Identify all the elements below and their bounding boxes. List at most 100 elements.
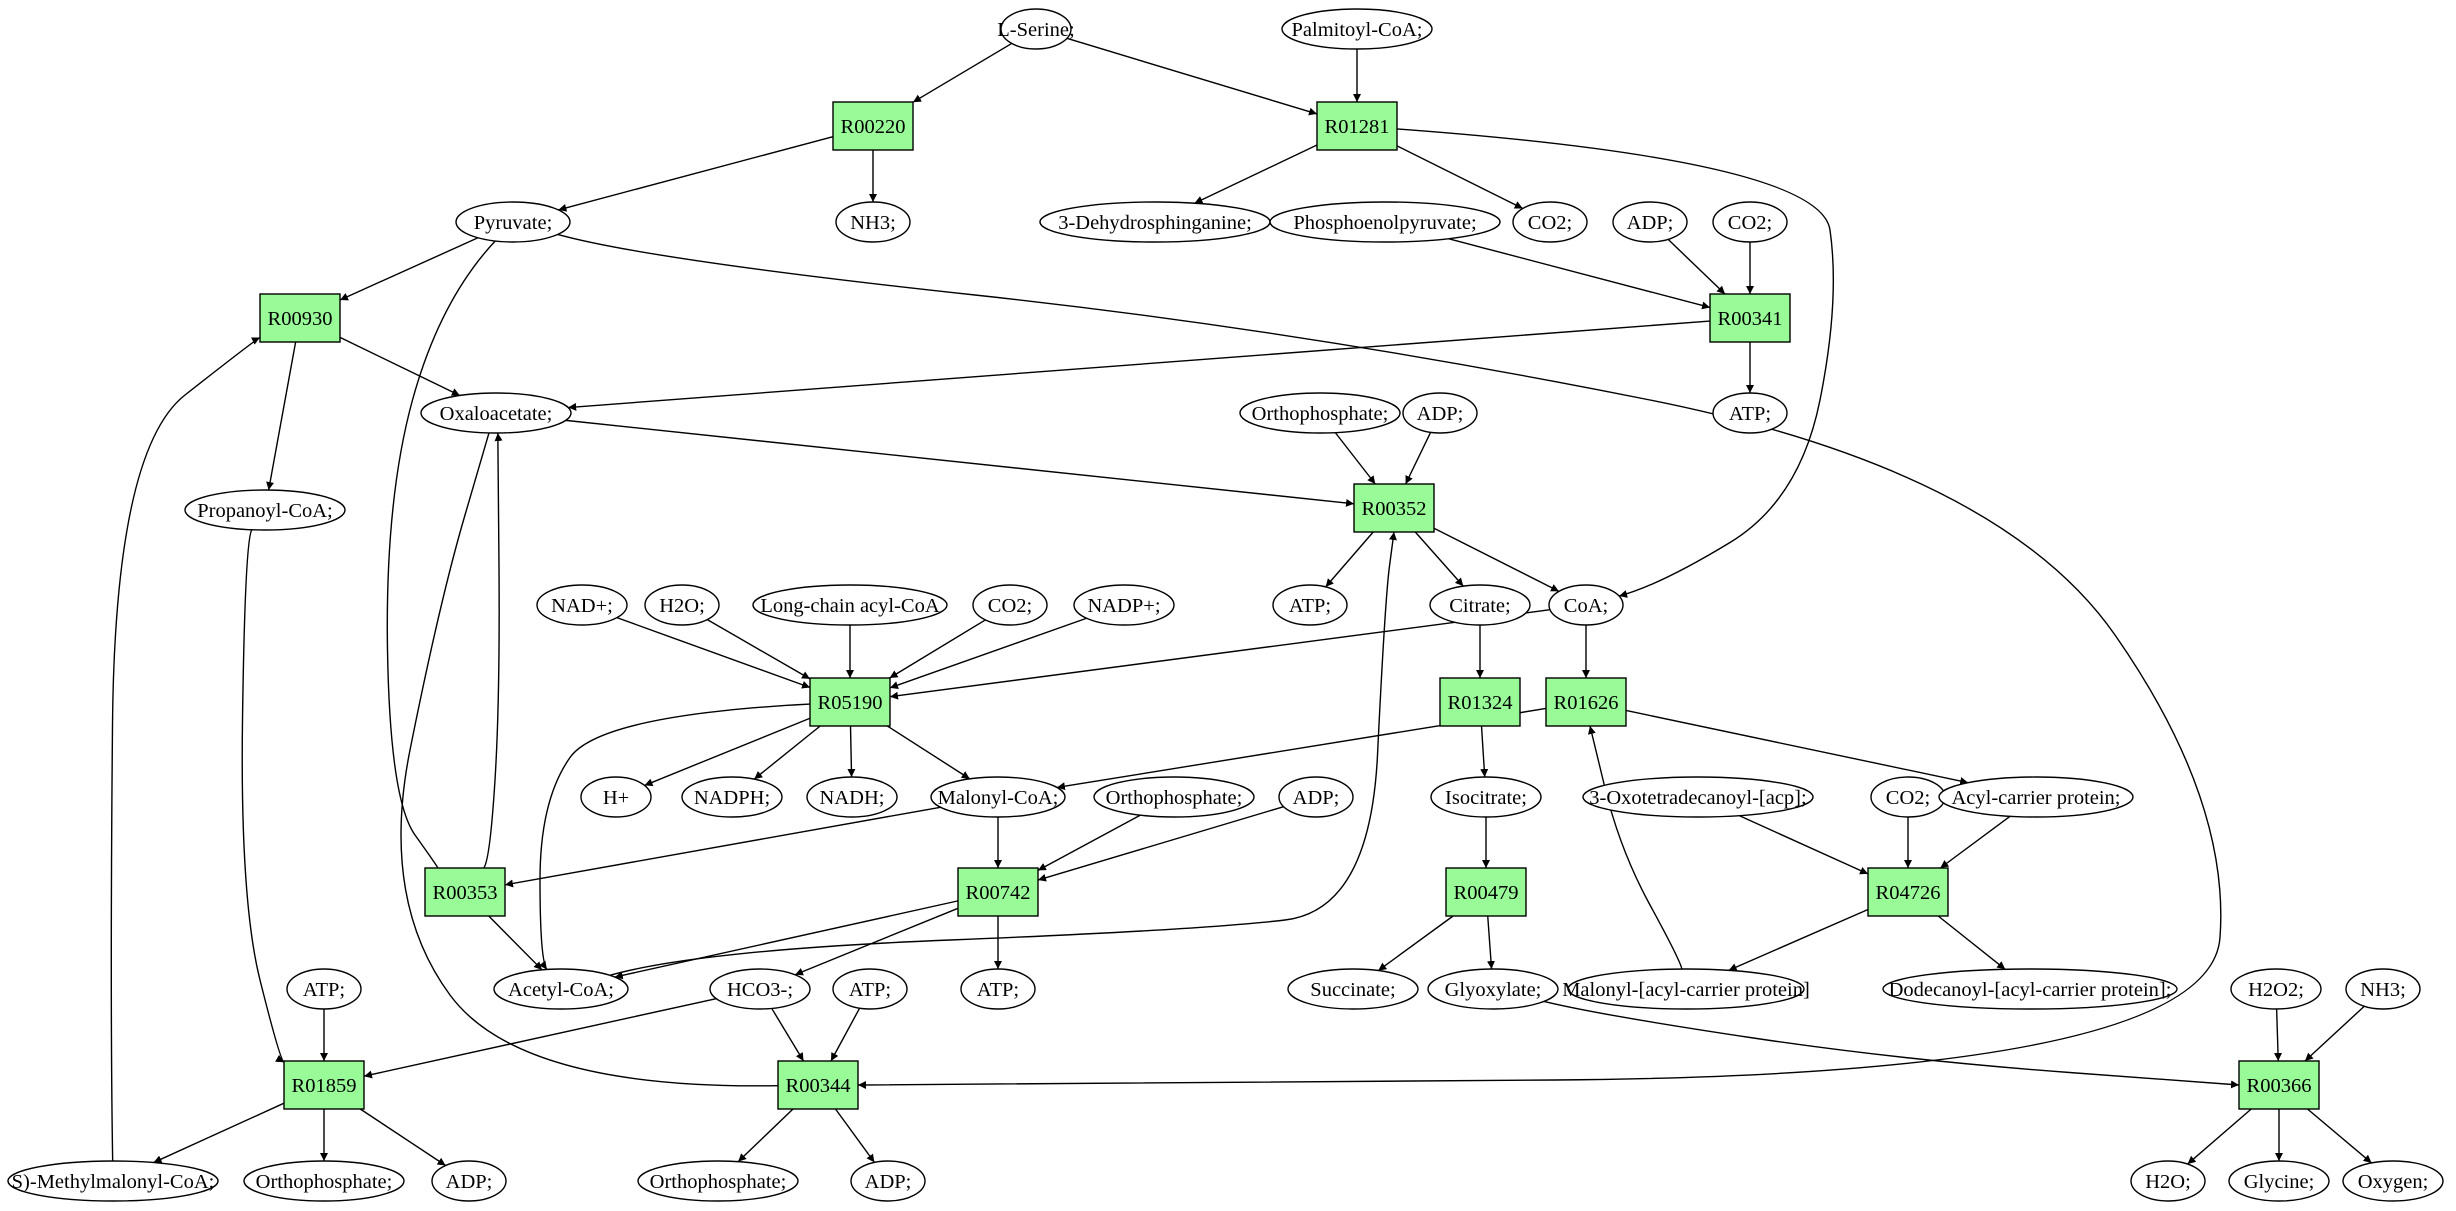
reaction-node-r01281[interactable]: R01281 xyxy=(1316,101,1398,151)
reaction-node-r00352[interactable]: R00352 xyxy=(1353,483,1435,533)
metabolite-label: CO2; xyxy=(1728,212,1772,234)
metabolite-label: ADP; xyxy=(1417,403,1464,425)
metabolite-node-isocitrate[interactable]: Isocitrate; xyxy=(1430,776,1542,818)
metabolite-node-acp[interactable]: Acyl-carrier protein; xyxy=(1938,776,2134,818)
metabolite-node-glyoxylate[interactable]: Glyoxylate; xyxy=(1427,968,1559,1010)
metabolite-node-adp3[interactable]: ADP; xyxy=(1278,776,1354,818)
reaction-node-r00344[interactable]: R00344 xyxy=(777,1060,859,1110)
reaction-node-r00366[interactable]: R00366 xyxy=(2238,1060,2320,1110)
metabolite-node-malacp[interactable]: Malonyl-[acyl-carrier protein] xyxy=(1562,968,1810,1010)
metabolite-node-nadph[interactable]: NADPH; xyxy=(681,776,783,818)
reaction-node-r00479[interactable]: R00479 xyxy=(1445,867,1527,917)
metabolite-node-nadh[interactable]: NADH; xyxy=(806,776,898,818)
metabolite-node-propanoyl[interactable]: Propanoyl-CoA; xyxy=(184,489,346,531)
metabolite-label: CO2; xyxy=(988,595,1032,617)
metabolite-node-co2b[interactable]: CO2; xyxy=(1712,201,1788,243)
metabolite-node-succinate[interactable]: Succinate; xyxy=(1287,968,1419,1010)
metabolite-node-co2c[interactable]: CO2; xyxy=(972,584,1048,626)
metabolite-node-pep[interactable]: Phosphoenolpyruvate; xyxy=(1269,201,1501,243)
reaction-node-r00930[interactable]: R00930 xyxy=(259,293,341,343)
metabolite-node-acetyl[interactable]: Acetyl-CoA; xyxy=(493,968,629,1010)
metabolite-node-adp5[interactable]: ADP; xyxy=(850,1160,926,1202)
metabolite-node-oxotetra[interactable]: 3-Oxotetradecanoyl-[acp]; xyxy=(1582,776,1814,818)
metabolite-label: NADP+; xyxy=(1087,595,1160,617)
metabolite-node-atp2[interactable]: ATP; xyxy=(1272,584,1348,626)
edge-oxalo-to-r00352 xyxy=(565,419,1355,507)
edge-r00742-to-acetyl xyxy=(614,900,959,980)
reaction-box xyxy=(1445,867,1527,917)
metabolite-ellipse xyxy=(1548,584,1624,626)
metabolite-label: L-Serine; xyxy=(997,19,1074,41)
metabolite-label: ATP; xyxy=(1289,595,1331,617)
reaction-label: R00352 xyxy=(1362,498,1427,520)
metabolite-label: Long-chain acyl-CoA xyxy=(760,595,940,617)
metabolite-node-nh3b[interactable]: NH3; xyxy=(2345,968,2421,1010)
metabolite-node-oxygen[interactable]: Oxygen; xyxy=(2342,1160,2444,1202)
metabolite-node-ortho3[interactable]: Orthophosphate; xyxy=(243,1160,405,1202)
metabolite-node-co2a[interactable]: CO2; xyxy=(1512,201,1588,243)
reaction-node-r00353[interactable]: R00353 xyxy=(424,867,506,917)
metabolite-ellipse xyxy=(184,489,346,531)
reaction-box xyxy=(809,677,891,727)
metabolite-node-adp2[interactable]: ADP; xyxy=(1402,392,1478,434)
metabolite-node-glycine[interactable]: Glycine; xyxy=(2228,1160,2330,1202)
metabolite-node-ortho1[interactable]: Orthophosphate; xyxy=(1239,392,1401,434)
metabolite-node-h2ob[interactable]: H2O; xyxy=(2130,1160,2206,1202)
metabolite-node-lserine[interactable]: L-Serine; xyxy=(997,8,1075,50)
metabolite-node-oxalo[interactable]: Oxaloacetate; xyxy=(420,392,572,434)
edge-r01281-to-coa xyxy=(1396,128,1835,598)
metabolite-node-coa[interactable]: CoA; xyxy=(1548,584,1624,626)
edge-r00479-to-glyoxylate xyxy=(1486,915,1495,970)
metabolite-node-hplus[interactable]: H+ xyxy=(580,776,652,818)
metabolite-node-nadpplus[interactable]: NADP+; xyxy=(1073,584,1175,626)
metabolite-node-pyruvate[interactable]: Pyruvate; xyxy=(455,201,571,243)
metabolite-ellipse xyxy=(644,584,720,626)
reaction-node-r01626[interactable]: R01626 xyxy=(1545,677,1627,727)
edge-adp1-to-r00341 xyxy=(1667,238,1726,295)
reaction-node-r05190[interactable]: R05190 xyxy=(809,677,891,727)
metabolite-node-nadp[interactable]: NAD+; xyxy=(536,584,628,626)
metabolite-node-dodec[interactable]: Dodecanoyl-[acyl-carrier protein]; xyxy=(1882,968,2178,1010)
metabolite-ellipse xyxy=(850,1160,926,1202)
metabolite-label: Acyl-carrier protein; xyxy=(1951,787,2120,809)
reaction-node-r00220[interactable]: R00220 xyxy=(832,101,914,151)
metabolite-node-atp4[interactable]: ATP; xyxy=(832,968,908,1010)
edge-r00353-to-acetyl xyxy=(488,915,543,971)
metabolite-node-h2oa[interactable]: H2O; xyxy=(644,584,720,626)
edge-r00220-to-pyruvate xyxy=(558,135,834,212)
metabolite-label: NADPH; xyxy=(694,787,770,809)
metabolite-node-nh3a[interactable]: NH3; xyxy=(835,201,911,243)
metabolite-node-ortho2[interactable]: Orthophosphate; xyxy=(1093,776,1255,818)
metabolite-node-atp5[interactable]: ATP; xyxy=(286,968,362,1010)
metabolite-ellipse xyxy=(1000,8,1072,50)
metabolite-ellipse xyxy=(835,201,911,243)
metabolite-node-adp1[interactable]: ADP; xyxy=(1612,201,1688,243)
metabolite-node-h2o2[interactable]: H2O2; xyxy=(2230,968,2322,1010)
metabolite-node-co2d[interactable]: CO2; xyxy=(1870,776,1946,818)
metabolite-node-hco3[interactable]: HCO3-; xyxy=(709,968,811,1010)
metabolite-node-citrate[interactable]: Citrate; xyxy=(1429,584,1531,626)
metabolite-node-atp1[interactable]: ATP; xyxy=(1712,392,1788,434)
metabolite-node-lcacyl[interactable]: Long-chain acyl-CoA xyxy=(752,584,948,626)
metabolite-node-atp3[interactable]: ATP; xyxy=(960,968,1036,1010)
edge-r00930-to-propanoyl xyxy=(266,341,297,491)
reaction-node-r04726[interactable]: R04726 xyxy=(1867,867,1949,917)
metabolite-ellipse xyxy=(960,968,1036,1010)
metabolite-node-methylmal[interactable]: S)-Methylmalonyl-CoA; xyxy=(7,1160,219,1202)
metabolite-node-ortho4[interactable]: Orthophosphate; xyxy=(637,1160,799,1202)
edge-r01281-to-dehydro xyxy=(1194,144,1318,204)
metabolite-ellipse xyxy=(536,584,628,626)
metabolite-node-palmitoyl[interactable]: Palmitoyl-CoA; xyxy=(1281,8,1433,50)
metabolite-node-malonyl[interactable]: Malonyl-CoA; xyxy=(930,776,1066,818)
metabolite-node-dehydro[interactable]: 3-Dehydrosphinganine; xyxy=(1039,201,1271,243)
reaction-node-r01859[interactable]: R01859 xyxy=(283,1060,365,1110)
metabolite-node-adp4[interactable]: ADP; xyxy=(431,1160,507,1202)
reaction-node-r00742[interactable]: R00742 xyxy=(957,867,1039,917)
reaction-node-r00341[interactable]: R00341 xyxy=(1709,293,1791,343)
metabolite-label: Acetyl-CoA; xyxy=(508,979,614,1001)
metabolite-label: ADP; xyxy=(1627,212,1674,234)
metabolite-ellipse xyxy=(1272,584,1348,626)
reaction-node-r01324[interactable]: R01324 xyxy=(1439,677,1521,727)
metabolite-label: Oxygen; xyxy=(2358,1171,2429,1193)
metabolite-ellipse xyxy=(637,1160,799,1202)
